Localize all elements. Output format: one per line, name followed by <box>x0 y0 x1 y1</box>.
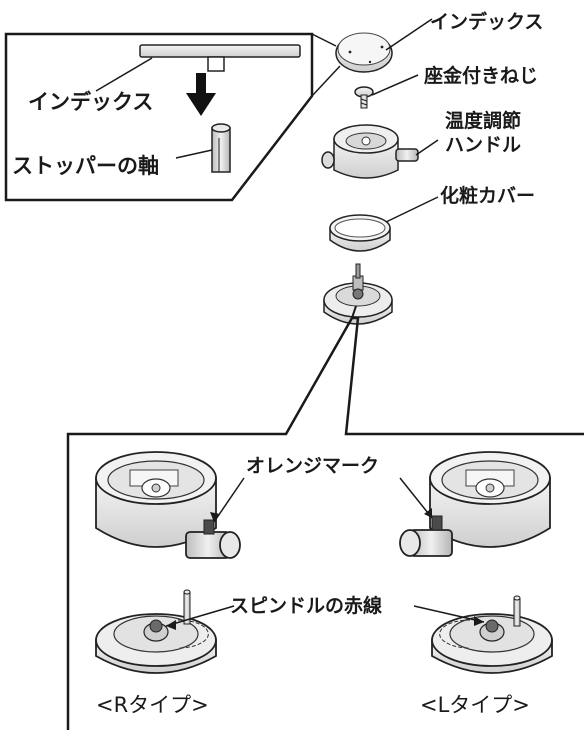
bottom-detail-box <box>66 305 584 730</box>
label-handle-line2: ハンドル <box>445 134 521 156</box>
index-disc-part <box>335 32 393 73</box>
index-bar-illustration <box>139 44 301 72</box>
label-spindle-red-line: スピンドルの赤線 <box>230 594 382 617</box>
label-r-type: <Rタイプ> <box>96 693 209 717</box>
base-spindle-part <box>323 263 393 325</box>
l-type-base-illustration <box>431 595 553 674</box>
label-stopper-shaft: ストッパーの軸 <box>12 154 159 178</box>
l-type-handle-illustration <box>399 451 551 557</box>
decorative-cover-part <box>329 214 391 252</box>
label-index-inset: インデックス <box>28 90 153 114</box>
label-l-type: <Lタイプ> <box>420 693 530 717</box>
label-orange-mark: オレンジマーク <box>246 455 379 477</box>
washer-screw-part <box>354 86 374 109</box>
r-type-base-illustration <box>95 589 217 674</box>
inset-detail-box: インデックス ストッパーの軸 <box>4 32 314 202</box>
label-handle-line1: 温度調節 <box>445 109 521 132</box>
label-washer-screw: 座金付きねじ <box>424 64 538 87</box>
down-arrow-icon <box>186 73 216 116</box>
r-type-handle-illustration <box>95 451 241 559</box>
label-cover: 化粧カバー <box>440 184 535 207</box>
label-index-top: インデックス <box>430 10 543 33</box>
stopper-shaft-illustration <box>211 123 231 173</box>
temperature-handle-part <box>321 124 419 179</box>
